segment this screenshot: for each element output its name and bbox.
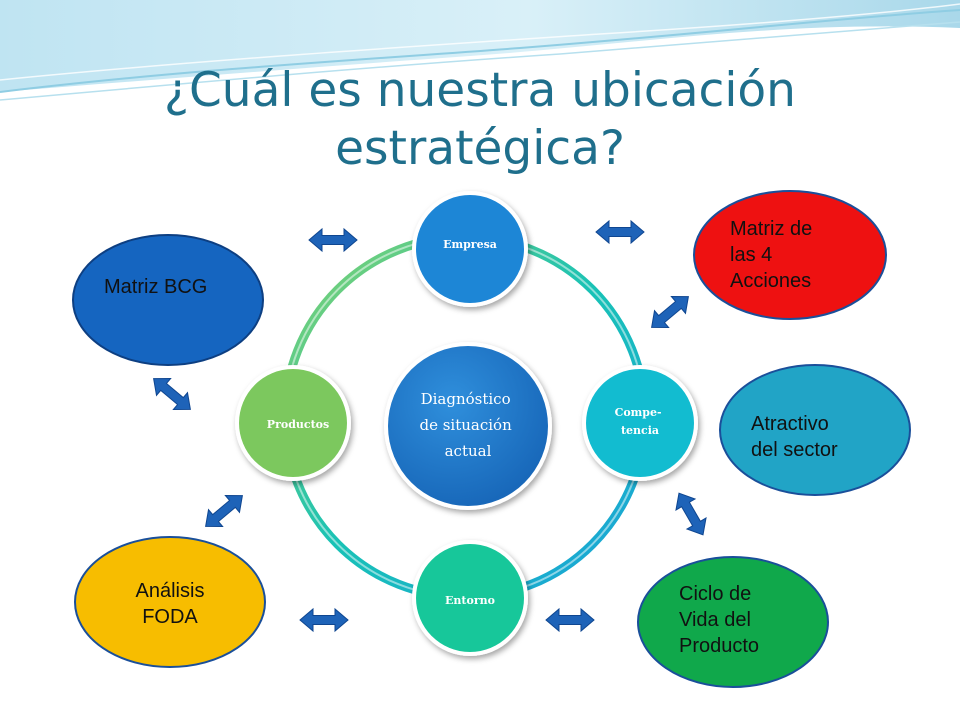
tool-ciclo-vida-line-3: Producto: [679, 635, 760, 657]
tool-ciclo-vida-line-1: Ciclo de: [679, 583, 752, 605]
tool-ciclo-vida-producto[interactable]: [637, 556, 829, 688]
node-competencia-label: Compe- tencia: [615, 406, 666, 437]
tool-matriz-bcg[interactable]: [72, 234, 264, 366]
double-arrow-icon: [299, 608, 349, 632]
tool-atractivo-sector-line-1: Atractivo: [751, 413, 829, 435]
tool-analisis-foda[interactable]: [74, 536, 266, 668]
center-label-line-2: de situación: [419, 416, 512, 434]
node-productos[interactable]: Productos: [235, 365, 351, 481]
double-arrow-icon: [308, 228, 358, 252]
tool-atractivo-sector[interactable]: [719, 364, 911, 496]
node-empresa-label: Empresa: [443, 238, 497, 251]
tool-ciclo-vida-producto-label: Ciclo de Vida del Producto: [679, 581, 759, 659]
node-productos-label: Productos: [267, 418, 329, 431]
tool-matriz-4-acciones[interactable]: [693, 190, 887, 320]
tool-matriz-4-acciones-line-2: las 4: [730, 244, 773, 266]
double-arrow-icon: [545, 608, 595, 632]
center-node-label: Diagnóstico de situación actual: [419, 390, 516, 460]
header-wave-decoration: [0, 0, 960, 101]
double-arrow-icon: [668, 487, 714, 541]
slide-title: ¿Cuál es nuestra ubicación estratégica?: [0, 62, 960, 178]
slide-title-line-1: ¿Cuál es nuestra ubicación: [164, 63, 796, 118]
center-label-line-1: Diagnóstico: [421, 390, 511, 408]
double-arrow-icon: [595, 220, 645, 244]
double-arrow-icon: [146, 369, 198, 419]
node-empresa[interactable]: Empresa: [412, 191, 528, 307]
node-competencia-line-1: Compe-: [615, 406, 662, 419]
slide-title-line-2: estratégica?: [335, 121, 625, 176]
node-competencia[interactable]: Compe- tencia: [582, 365, 698, 481]
tool-matriz-4-acciones-line-3: Acciones: [730, 270, 812, 292]
node-competencia-line-2: tencia: [621, 424, 659, 437]
tool-ciclo-vida-line-2: Vida del: [679, 609, 751, 631]
center-node-diagnostico[interactable]: Diagnóstico de situación actual: [384, 342, 552, 510]
tool-atractivo-sector-label: Atractivo del sector: [751, 411, 838, 463]
tool-matriz-4-acciones-label: Matriz de las 4 Acciones: [730, 216, 812, 294]
tool-analisis-foda-line-2: FODA: [142, 606, 198, 628]
tool-analisis-foda-line-1: Análisis: [135, 580, 205, 602]
center-label-line-3: actual: [445, 442, 492, 460]
double-arrow-icon: [644, 287, 696, 337]
tool-matriz-bcg-label: Matriz BCG: [104, 276, 208, 298]
tool-analisis-foda-label: Análisis FODA: [100, 578, 240, 630]
double-arrow-icon: [198, 486, 250, 536]
node-entorno[interactable]: Entorno: [412, 540, 528, 656]
node-entorno-label: Entorno: [445, 594, 495, 607]
tool-matriz-4-acciones-line-1: Matriz de: [730, 218, 813, 240]
tool-atractivo-sector-line-2: del sector: [751, 439, 838, 461]
